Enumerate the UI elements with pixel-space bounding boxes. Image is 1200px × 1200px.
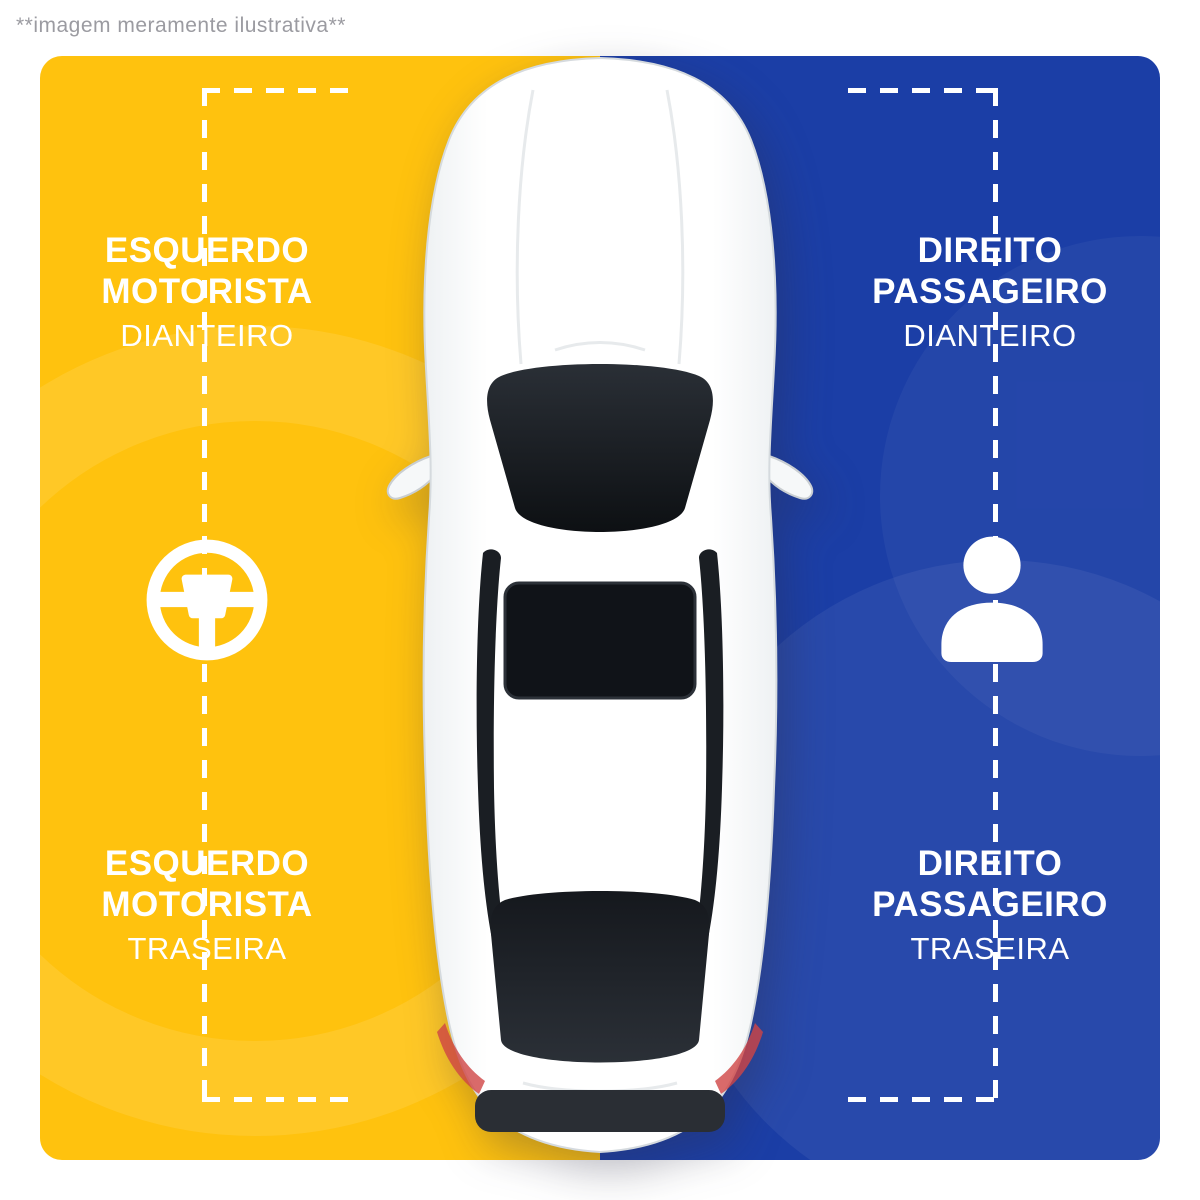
label-rear-left: ESQUERDO MOTORISTA TRASEIRA (42, 843, 372, 969)
label-rear-right: DIREITO PASSAGEIRO TRASEIRA (825, 843, 1155, 969)
disclaimer-text: **imagem meramente ilustrativa** (16, 14, 346, 37)
rear-window (490, 891, 710, 1063)
label-front-left: ESQUERDO MOTORISTA DIANTEIRO (42, 230, 372, 356)
label-line: DIREITO (917, 844, 1063, 883)
label-line: DIANTEIRO (120, 317, 294, 353)
label-line: PASSAGEIRO (872, 272, 1108, 312)
dashed-guide-right-vertical (993, 88, 998, 1102)
left-side-window (476, 549, 507, 960)
left-taillight (437, 1023, 485, 1094)
dashed-guide-left-bottom (202, 1097, 352, 1102)
label-line: TRASEIRA (127, 930, 287, 966)
label-line: MOTORISTA (101, 885, 313, 925)
label-line: ESQUERDO (104, 231, 310, 270)
label-front-right: DIREITO PASSAGEIRO DIANTEIRO (825, 230, 1155, 356)
label-line: MOTORISTA (101, 272, 313, 312)
left-mirror (386, 454, 438, 500)
person-icon (926, 530, 1058, 662)
label-line: ESQUERDO (104, 844, 310, 883)
label-line: TRASEIRA (910, 930, 1070, 966)
rear-bumper (475, 1090, 725, 1132)
sunroof (503, 581, 697, 700)
label-line: DIREITO (917, 231, 1063, 270)
steering-wheel-icon (141, 534, 273, 666)
dashed-guide-left-top (202, 88, 352, 93)
car-top-view-image (383, 48, 817, 1175)
dashed-guide-right-bottom (848, 1097, 998, 1102)
label-line: PASSAGEIRO (872, 885, 1108, 925)
label-line: DIANTEIRO (903, 317, 1077, 353)
right-taillight (715, 1023, 763, 1094)
right-side-window (693, 549, 724, 960)
windshield (487, 364, 713, 532)
right-mirror (762, 454, 814, 500)
dashed-guide-right-top (848, 88, 998, 93)
